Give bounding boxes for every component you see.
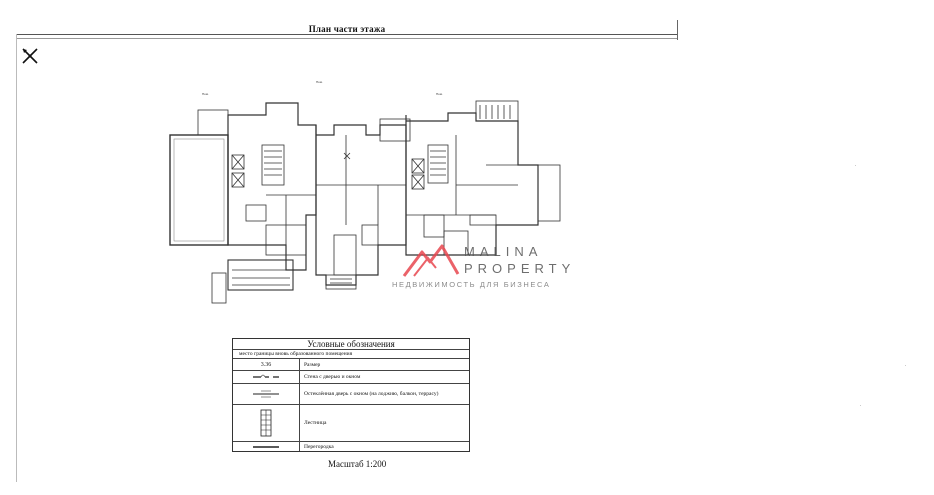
- sheet-top-rule: [16, 34, 678, 35]
- floor-plan-sheet: План части этажа: [16, 20, 678, 482]
- glazed-door-icon: [253, 390, 279, 398]
- legend-row: Остеклённая дверь с окном (на лоджию, ба…: [233, 384, 469, 405]
- svg-text:Пом.: Пом.: [202, 92, 209, 96]
- brand-watermark: MALINA PROPERTY НЕДВИЖИМОСТЬ ДЛЯ БИЗНЕСА: [392, 242, 582, 290]
- legend-symbol-partition: [233, 442, 300, 451]
- brand-name-line2: PROPERTY: [464, 261, 576, 276]
- legend-table: Условные обозначения место границы вновь…: [232, 338, 470, 452]
- svg-text:Пом.: Пом.: [316, 80, 323, 84]
- sheet-right-edge: [677, 20, 678, 40]
- legend-label: Размер: [304, 361, 321, 368]
- legend-symbol: 3.36: [233, 359, 300, 370]
- legend-symbol-stairs: [233, 405, 300, 441]
- legend-label: Остеклённая дверь с окном (на лоджию, ба…: [304, 391, 439, 397]
- legend-row: Перегородка: [233, 442, 469, 451]
- legend-row: 3.36 Размер: [233, 359, 469, 371]
- svg-text:Пом.: Пом.: [436, 92, 443, 96]
- brand-name-line1: MALINA: [464, 244, 543, 259]
- brand-tagline: НЕДВИЖИМОСТЬ ДЛЯ БИЗНЕСА: [392, 280, 551, 289]
- legend-label: Перегородка: [304, 443, 334, 450]
- plan-title: План части этажа: [308, 24, 386, 34]
- brand-logo-icon: [402, 244, 460, 277]
- legend-symbol-glazed-door: [233, 384, 300, 404]
- legend-subtitle: место границы вновь образованного помеще…: [233, 350, 469, 359]
- scale-label: Масштаб 1:200: [328, 459, 387, 469]
- compass-icon: [22, 48, 38, 64]
- legend-row: Лестница: [233, 405, 469, 442]
- scan-noise: [860, 405, 861, 406]
- legend-label: Стена с дверью и окном: [304, 374, 361, 380]
- sheet-top-rule-2: [16, 38, 678, 39]
- sheet-left-edge: [16, 34, 17, 482]
- floor-plan-drawing: Пом. Пом. Пом.: [169, 80, 561, 304]
- legend-row: Стена с дверью и окном: [233, 371, 469, 384]
- legend-symbol-wall: [233, 371, 300, 383]
- scan-noise: [905, 365, 906, 366]
- partition-icon: [253, 445, 279, 448]
- legend-title: Условные обозначения: [233, 339, 469, 350]
- scan-noise: [855, 165, 856, 166]
- stairs-icon: [260, 409, 272, 437]
- wall-door-window-icon: [253, 374, 279, 378]
- legend-label: Лестница: [304, 420, 327, 426]
